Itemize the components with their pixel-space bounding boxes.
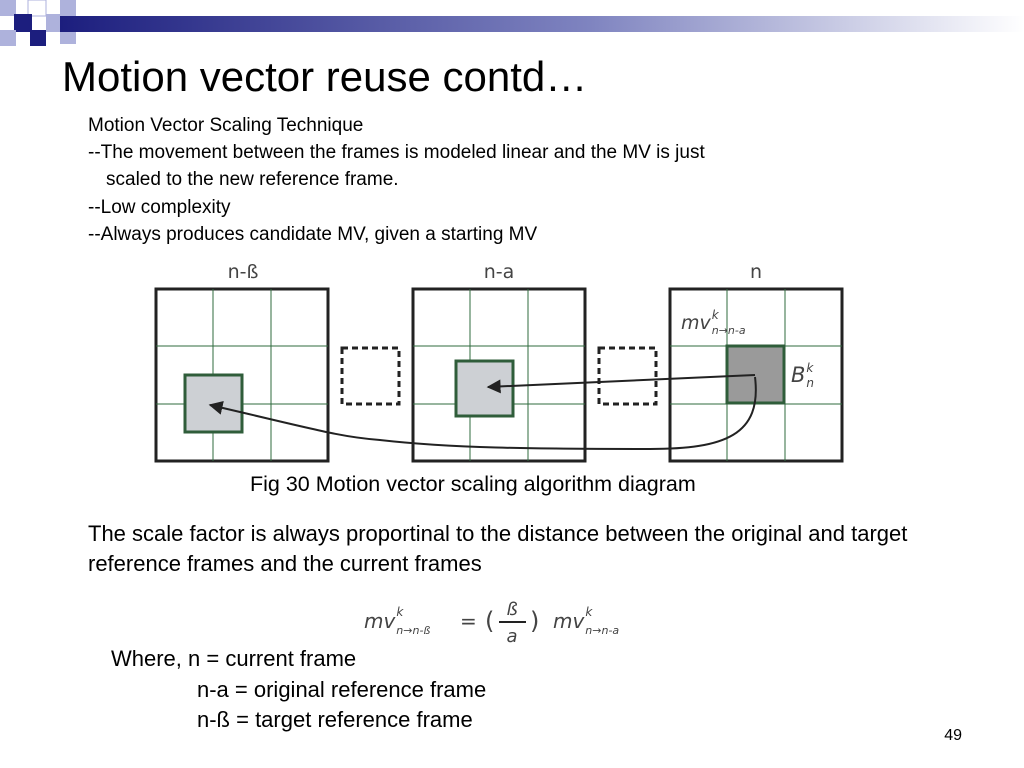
formula-equals: =	[460, 609, 477, 633]
intro-line: --Always produces candidate MV, given a …	[88, 223, 538, 245]
frame-n	[668, 287, 844, 463]
intro-line: --Low complexity	[88, 196, 231, 218]
formula-numerator: ß	[506, 599, 517, 620]
formula-lhs-base: mv	[364, 609, 396, 633]
formula-close-paren: )	[530, 607, 539, 635]
frame-n-a	[411, 287, 587, 463]
mv-label-sup: k	[712, 308, 720, 322]
dashed-placeholder-block	[340, 346, 401, 406]
deco-square	[0, 30, 16, 46]
definitions-block: Where, n = current frame n-a = original …	[111, 644, 486, 736]
page-number: 49	[944, 727, 962, 744]
intro-line: --The movement between the frames is mod…	[88, 142, 705, 164]
formula-lhs-sup: k	[396, 605, 404, 619]
formula-rhs-base: mv	[553, 609, 585, 633]
scaled-motion-vector-arrow	[208, 376, 757, 451]
deco-square	[14, 14, 32, 32]
header-decoration	[0, 0, 1024, 46]
figure-caption: Fig 30 Motion vector scaling algorithm d…	[250, 472, 696, 496]
definition-line: n-ß = target reference frame	[197, 707, 473, 732]
target-block	[183, 373, 244, 434]
block-label-sup: k	[806, 361, 814, 375]
definition-line: Where, n = current frame	[111, 646, 357, 671]
deco-square	[60, 32, 76, 44]
intro-line-continued: scaled to the new reference frame.	[106, 169, 399, 191]
slide-title: Motion vector reuse contd…	[62, 53, 588, 100]
reference-block	[454, 359, 515, 418]
mv-label-base: mv	[681, 312, 712, 334]
block-label-sub: n	[806, 376, 814, 390]
intro-heading: Motion Vector Scaling Technique	[88, 115, 364, 136]
mv-label: mvk n→n-a	[681, 308, 746, 337]
frame-label-n-beta: n-ß	[228, 261, 259, 283]
dashed-placeholder-block	[597, 346, 658, 406]
frame-n-beta	[154, 287, 330, 463]
scale-factor-paragraph: The scale factor is always proportinal t…	[88, 521, 908, 576]
definition-line: n-a = original reference frame	[197, 676, 487, 702]
intro-block: Motion Vector Scaling Technique --The mo…	[88, 112, 705, 248]
block-label-base: B	[791, 363, 805, 387]
deco-square	[60, 0, 76, 16]
formula-rhs-sup: k	[585, 605, 593, 619]
formula-denominator: a	[506, 626, 517, 647]
formula-rhs: mvk n→n-a	[553, 605, 619, 637]
formula-lhs-sub: n→n-ß	[396, 624, 430, 637]
formula-open-paren: (	[485, 607, 494, 635]
deco-square	[46, 14, 60, 32]
deco-square	[0, 0, 16, 16]
deco-square	[30, 30, 46, 46]
mv-label-sub: n→n-a	[712, 324, 746, 337]
formula-lhs: mvk n→n-ß	[364, 605, 430, 637]
formula-rhs-sub: n→n-a	[585, 624, 619, 637]
frame-label-n: n	[750, 261, 762, 283]
frame-label-n-a: n-a	[484, 261, 515, 283]
header-gradient-bar	[60, 16, 1024, 32]
motion-vector-arrow	[486, 374, 756, 394]
deco-square	[27, 0, 47, 17]
